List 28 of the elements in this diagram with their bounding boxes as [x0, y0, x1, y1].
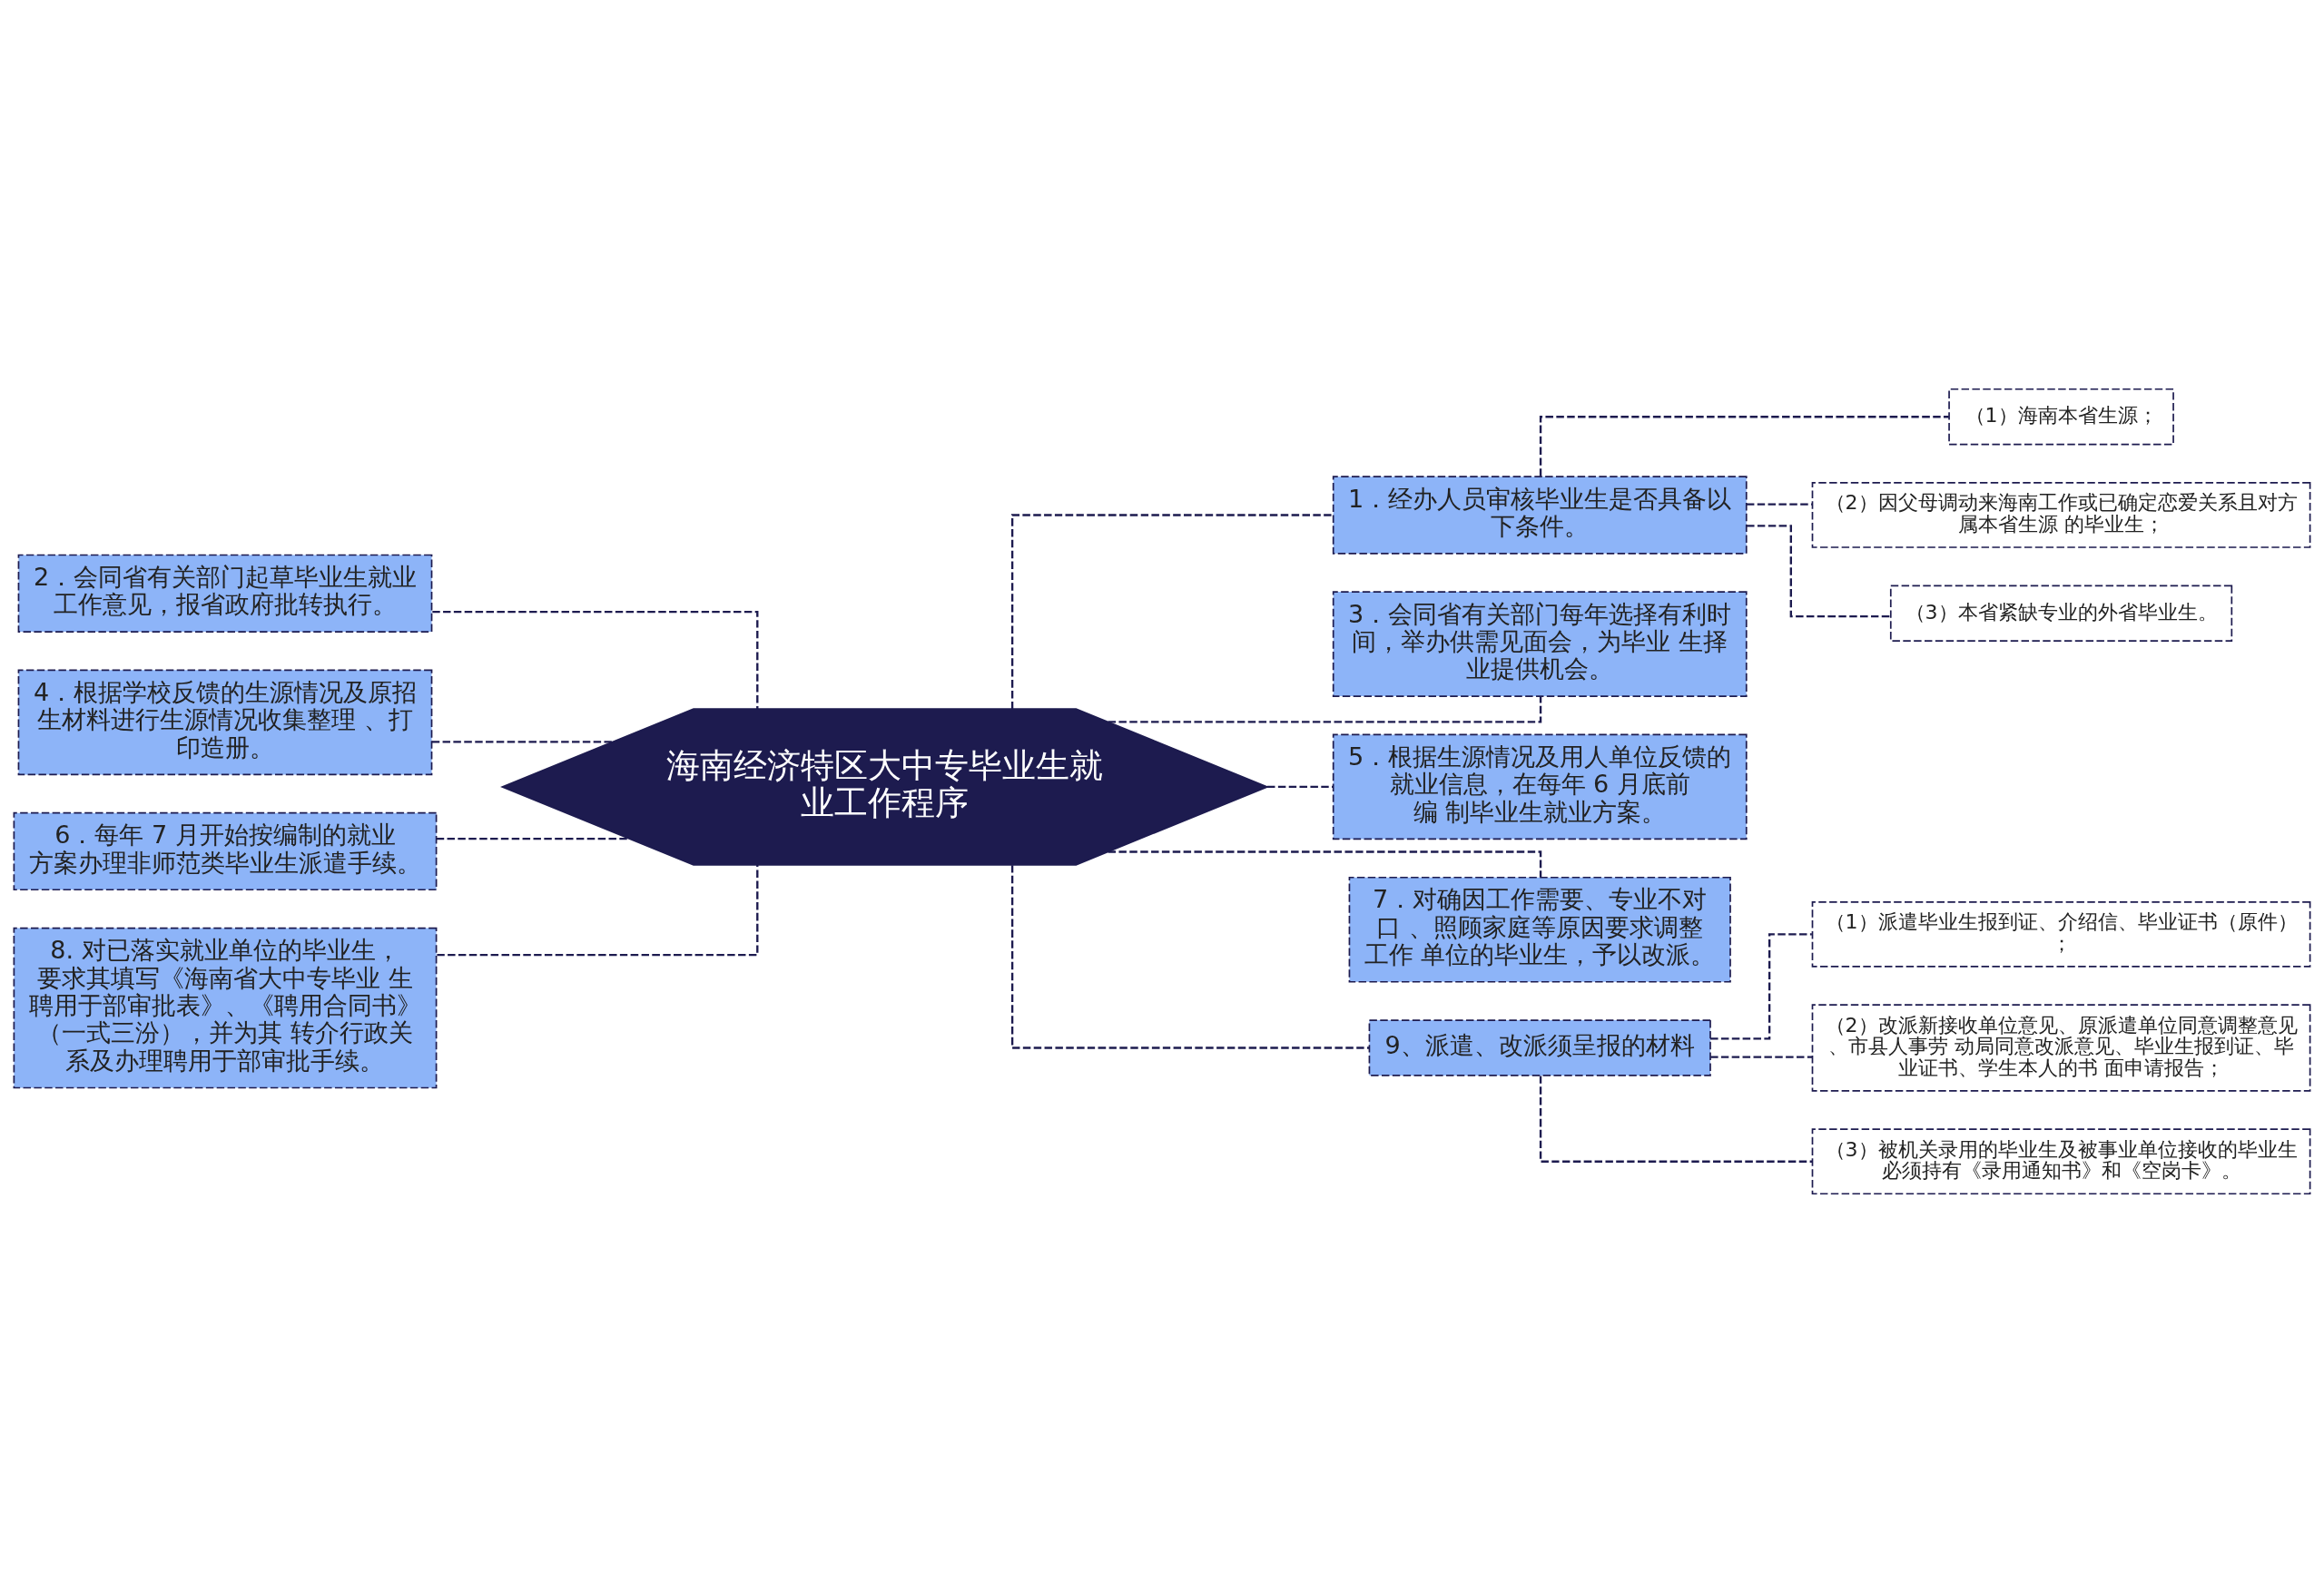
connector	[1266, 785, 1334, 788]
node-box: 4．根据学校反馈的生源情况及原招生材料进行生源情况收集整理 、打印造册。	[17, 669, 433, 775]
node-box: 8. 对已落实就业单位的毕业生，要求其填写《海南省大中专毕业 生聘用于部审批表》、《聘用合同书》（一式三汾），并为其 转介行政关系及办理聘用于部审批手续。	[13, 927, 438, 1088]
node-box: （1）海南本省生源；	[1948, 388, 2174, 445]
connector	[1539, 415, 1949, 477]
node-box: 7．对确因工作需要、专业不对口 、照顾家庭等原因要求调整工作 单位的毕业生，予以改派。	[1348, 876, 1731, 983]
node-box: 1．经办人员审核毕业生是否具备以下条件。	[1332, 475, 1748, 555]
node-box: （3）被机关录用的毕业生及被事业单位接收的毕业生必须持有《录用通知书》和《空岗卡》。	[1811, 1127, 2311, 1194]
connector	[1010, 513, 1334, 709]
connector	[1747, 524, 1890, 617]
connector	[1747, 502, 1813, 506]
node-box: 9、派遣、改派须呈报的材料	[1368, 1018, 1711, 1076]
node-box: 5．根据生源情况及用人单位反馈的就业信息，在每年 6 月底前编 制毕业生就业方案。	[1332, 733, 1748, 840]
node-box: 6．每年 7 月开始按编制的就业方案办理非师范类毕业生派遣手续。	[13, 811, 438, 890]
node-box: （2）改派新接收单位意见、原派遣单位同意调整意见、市县人事劳 动局同意改派意见、毕业生报到证、毕业证书、学生本人的书 面申请报告；	[1811, 1003, 2311, 1092]
node-box: （2）因父母调动来海南工作或已确定恋爱关系且对方属本省生源 的毕业生；	[1811, 481, 2311, 548]
node-box: （3）本省紧缺专业的外省毕业生。	[1889, 584, 2233, 642]
node-box: 3．会同省有关部门每年选择有利时间，举办供需见面会，为毕业 生择业提供机会。	[1332, 590, 1748, 697]
connector	[1710, 932, 1812, 1040]
connector	[1710, 1056, 1813, 1058]
connector	[432, 610, 759, 709]
connector	[431, 740, 613, 743]
connector	[437, 864, 759, 956]
connector	[436, 837, 630, 840]
node-box: （1）派遣毕业生报到证、介绍信、毕业证书（原件）；	[1811, 900, 2311, 968]
connector	[1010, 864, 1370, 1049]
node-box: 2．会同省有关部门起草毕业生就业工作意见，报省政府批转执行。	[17, 554, 433, 633]
connector	[1539, 1075, 1813, 1163]
